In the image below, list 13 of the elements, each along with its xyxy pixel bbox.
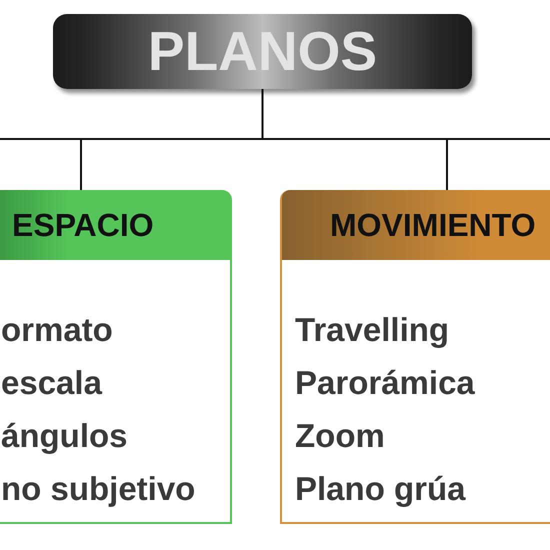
category-panel [0,190,232,524]
connector-line [262,89,550,140]
list-item: Parorámica [295,363,475,403]
list-item: escala [1,363,102,403]
column-header: MOVIMIENTO [282,190,550,260]
category-panel [280,190,550,524]
list-item: no subjetivo [1,469,196,509]
list-item: Travelling [295,310,450,350]
list-item: Zoom [295,416,385,456]
column-header: ESPACIO [0,190,230,260]
list-item: ormato [1,310,113,350]
list-item: Plano grúa [295,469,466,509]
list-item: ángulos [1,416,128,456]
